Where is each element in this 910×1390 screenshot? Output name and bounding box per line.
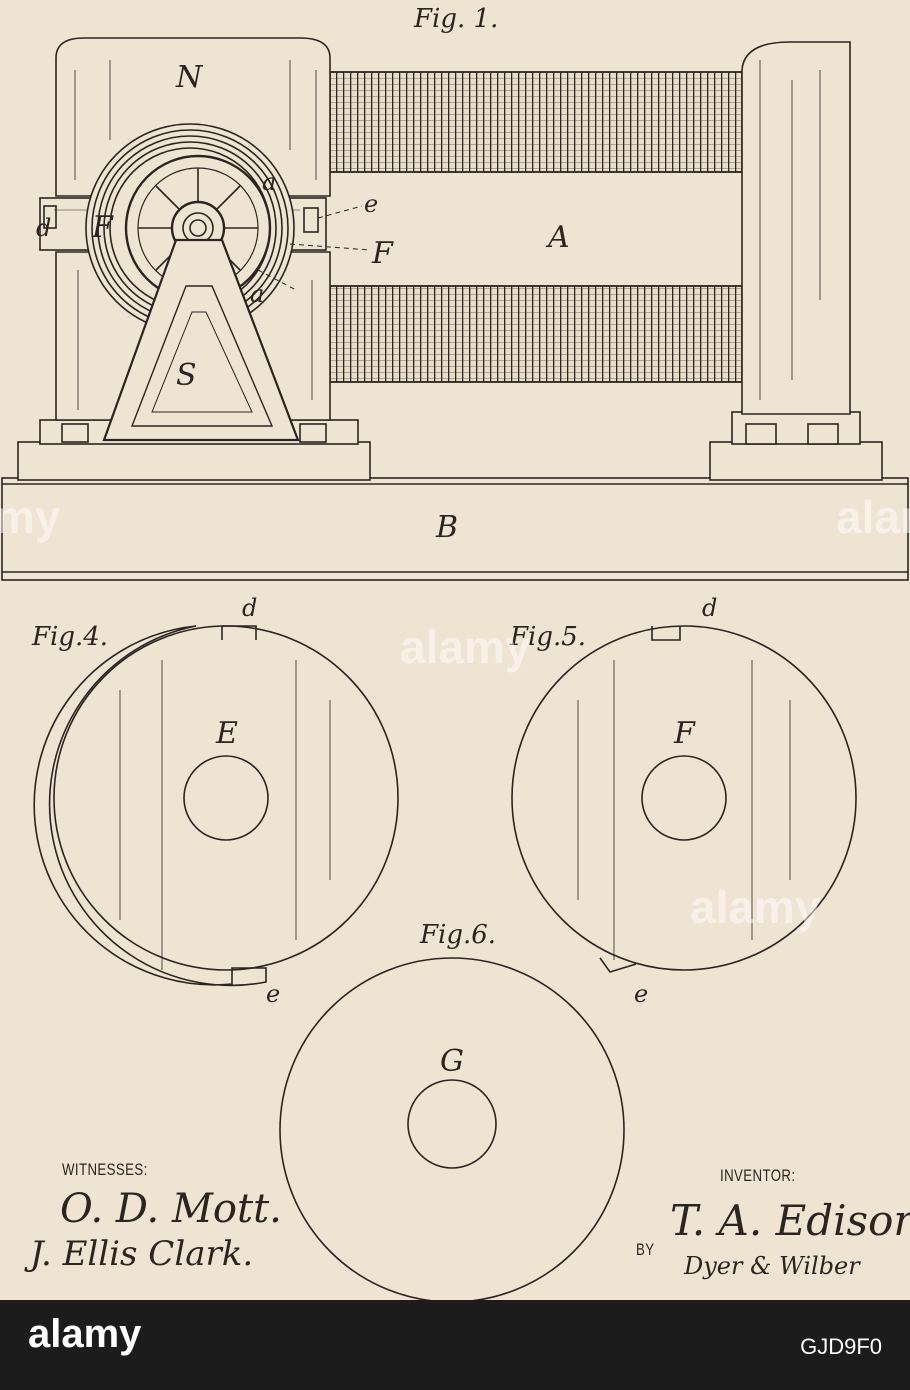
fig5-label-f: F bbox=[674, 716, 695, 751]
stock-footer-bar: alamy GJD9F0 bbox=[0, 1300, 910, 1390]
label-s: S bbox=[176, 358, 197, 393]
right-yoke bbox=[742, 42, 850, 414]
alamy-logo[interactable]: alamy bbox=[28, 1312, 141, 1357]
watermark-right: alamy bbox=[836, 490, 910, 544]
fig5-label-e: e bbox=[634, 980, 648, 1008]
label-f-strip: F bbox=[92, 210, 113, 245]
label-a-lower: a bbox=[250, 280, 264, 308]
watermark-left: alamy bbox=[0, 490, 60, 544]
label-d: d bbox=[36, 214, 51, 242]
fig6-label: Fig.6. bbox=[420, 920, 496, 950]
fig6-label-g: G bbox=[440, 1044, 464, 1079]
witness-signature-1: O. D. Mott. bbox=[60, 1186, 282, 1232]
label-e: e bbox=[364, 190, 378, 218]
label-b: B bbox=[436, 510, 458, 545]
magnet-coils-a bbox=[330, 72, 742, 382]
label-f-leader: F bbox=[372, 236, 393, 271]
fig4-disc bbox=[34, 626, 398, 985]
watermark-center-2: alamy bbox=[690, 880, 820, 934]
by-label: BY bbox=[636, 1240, 654, 1260]
fig4-label: Fig.4. bbox=[32, 622, 108, 652]
fig4-label-e-lower: e bbox=[266, 980, 280, 1008]
fig4-label-d: d bbox=[242, 594, 257, 622]
attorneys-signature: Dyer & Wilber bbox=[684, 1252, 860, 1280]
label-a-upper: a bbox=[262, 168, 276, 196]
witnesses-heading: WITNESSES: bbox=[62, 1160, 148, 1180]
image-code: GJD9F0 bbox=[800, 1334, 882, 1360]
patent-drawing-sheet: Fig. 1. N a d F e F A a S B Fig.4. d E e… bbox=[0, 0, 910, 1300]
fig6-disc bbox=[280, 958, 624, 1300]
right-pedestal bbox=[710, 412, 882, 480]
fig5-label-d: d bbox=[702, 594, 717, 622]
inventor-signature: T. A. Edison bbox=[670, 1196, 910, 1245]
label-a-coils: A bbox=[548, 220, 570, 255]
fig4-label-e-upper: E bbox=[216, 716, 238, 751]
witness-signature-2: J. Ellis Clark. bbox=[30, 1234, 253, 1274]
watermark-center-1: alamy bbox=[400, 620, 530, 674]
inventor-heading: INVENTOR: bbox=[720, 1166, 795, 1186]
label-n: N bbox=[176, 60, 202, 95]
fig1-label: Fig. 1. bbox=[414, 4, 498, 34]
